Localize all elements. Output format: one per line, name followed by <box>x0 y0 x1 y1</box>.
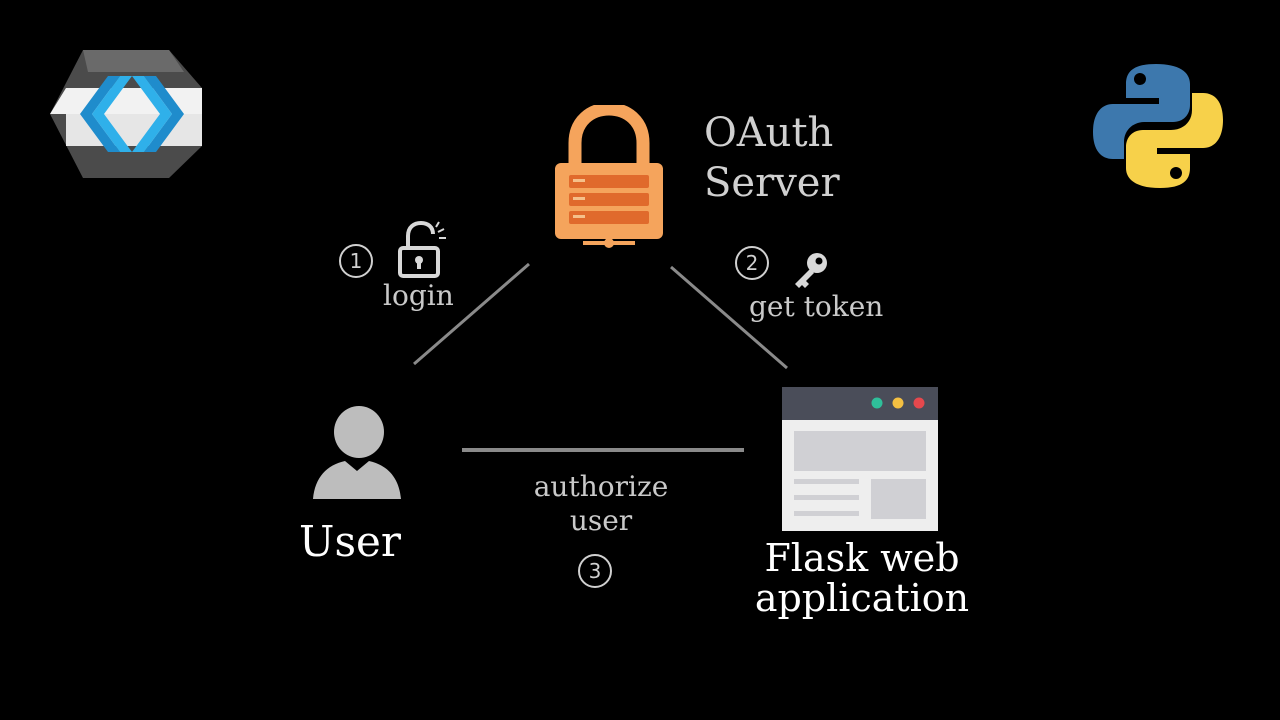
browser-window-icon <box>782 387 938 531</box>
connector-server-app <box>670 265 788 370</box>
unlocked-padlock-icon <box>398 220 446 278</box>
step-1-label: login <box>383 279 454 312</box>
python-logo <box>1093 64 1223 188</box>
flask-app-label: Flask web application <box>752 536 972 620</box>
oauth-server-label: OAuth Server <box>704 108 840 208</box>
flask-app-label-line2: application <box>754 575 970 620</box>
user-label: User <box>299 517 401 566</box>
oauth-server-lock-icon <box>555 105 663 248</box>
oauth-server-label-line2: Server <box>704 160 840 206</box>
connector-user-server <box>413 262 530 366</box>
step-3-label-line2: user <box>569 503 633 537</box>
key-icon <box>795 253 827 288</box>
step-3-number: 3 <box>578 554 612 588</box>
oauth-server-label-line1: OAuth <box>704 110 834 156</box>
step-1-number: 1 <box>339 244 373 278</box>
step-3-label: authorize user <box>520 470 682 537</box>
keycloak-logo <box>50 50 202 178</box>
step-2-number: 2 <box>735 246 769 280</box>
user-icon <box>313 406 401 499</box>
flask-app-label-line1: Flask web <box>764 536 960 580</box>
step-3-label-line1: authorize <box>533 470 669 503</box>
step-2-label: get token <box>749 290 884 323</box>
